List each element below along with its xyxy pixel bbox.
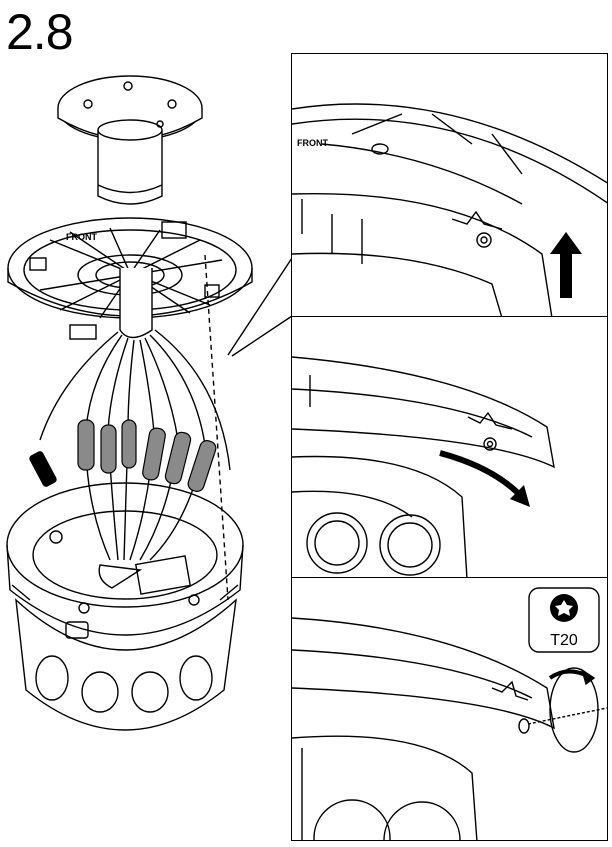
torx-icon [550,594,578,622]
cable-boots [29,419,217,492]
screwdriver-icon [548,667,599,753]
ring-front-label: FRONT [297,138,328,148]
mount-front-label: FRONT [66,232,97,242]
detail-panel-rotate [291,316,608,578]
mount-pole [97,119,164,205]
step-number: 2.8 [6,4,74,60]
detail-panel-tighten: T20 [291,577,608,841]
lift-up-arrow [550,232,582,298]
camera-body [6,482,244,731]
tool-badge: T20 [528,587,600,653]
guide-line [204,254,229,601]
leader-lines [227,257,293,357]
rotate-arrow [439,450,530,507]
tool-label: T20 [550,632,578,649]
detail-panel-lift: FRONT [291,53,608,317]
